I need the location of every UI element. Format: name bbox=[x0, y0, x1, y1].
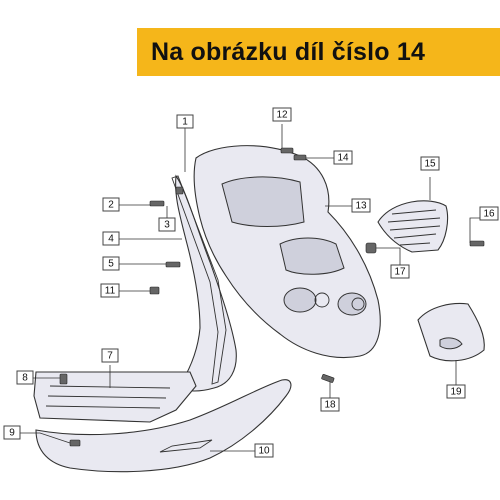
svg-text:4: 4 bbox=[108, 234, 114, 245]
skirt-slot bbox=[159, 439, 213, 453]
svg-text:18: 18 bbox=[324, 400, 336, 411]
screw-11 bbox=[149, 286, 160, 295]
svg-text:14: 14 bbox=[337, 153, 349, 164]
svg-text:19: 19 bbox=[450, 387, 462, 398]
svg-text:2: 2 bbox=[108, 200, 114, 211]
callout-1: 1 bbox=[176, 114, 194, 129]
svg-text:5: 5 bbox=[108, 259, 114, 270]
lower-cover bbox=[417, 302, 485, 362]
screw-12 bbox=[280, 147, 294, 154]
clip-9 bbox=[69, 439, 81, 447]
shield-middle-panel bbox=[279, 237, 345, 275]
svg-text:11: 11 bbox=[105, 286, 116, 297]
clip-17 bbox=[365, 242, 377, 254]
clip-8 bbox=[59, 373, 68, 385]
callout-5: 5 bbox=[102, 256, 120, 271]
callout-14: 14 bbox=[333, 150, 353, 165]
frame-rail bbox=[171, 175, 227, 385]
callout-8: 8 bbox=[16, 370, 34, 385]
callout-13: 13 bbox=[351, 198, 371, 213]
svg-text:15: 15 bbox=[424, 159, 436, 170]
shield-top-panel bbox=[221, 176, 305, 227]
callout-11: 11 bbox=[100, 283, 120, 298]
glove-box-grille bbox=[387, 209, 441, 246]
callout-18: 18 bbox=[320, 397, 340, 412]
headlight-right-lens bbox=[351, 297, 365, 311]
title-banner: Na obrázku díl číslo 14 bbox=[137, 28, 500, 76]
headlight-left-lens bbox=[314, 292, 330, 308]
svg-text:3: 3 bbox=[164, 220, 170, 231]
callout-16: 16 bbox=[479, 206, 499, 221]
callout-2: 2 bbox=[102, 197, 120, 212]
pin-18 bbox=[321, 374, 335, 383]
callout-19: 19 bbox=[446, 384, 466, 399]
svg-text:7: 7 bbox=[107, 351, 113, 362]
callout-12: 12 bbox=[272, 107, 292, 122]
screw-16 bbox=[469, 240, 485, 247]
callout-7: 7 bbox=[101, 348, 119, 363]
screw-14 bbox=[293, 154, 307, 161]
callout-3: 3 bbox=[158, 217, 176, 232]
hardware bbox=[59, 147, 485, 447]
lower-cover-hole bbox=[439, 337, 463, 350]
callout-15: 15 bbox=[420, 156, 440, 171]
callout-9: 9 bbox=[3, 425, 21, 440]
screw-5 bbox=[165, 261, 181, 268]
svg-text:13: 13 bbox=[355, 201, 367, 212]
svg-text:9: 9 bbox=[9, 428, 15, 439]
banner-text: Na obrázku díl číslo 14 bbox=[151, 37, 426, 66]
lower-skirt bbox=[35, 379, 292, 473]
svg-text:10: 10 bbox=[258, 446, 270, 457]
svg-text:1: 1 bbox=[182, 117, 188, 128]
callout-17: 17 bbox=[390, 264, 410, 279]
svg-text:17: 17 bbox=[394, 267, 406, 278]
callout-4: 4 bbox=[102, 231, 120, 246]
parts-drawing bbox=[33, 145, 485, 473]
callout-labels: 1 2 3 4 5 7 8 9 bbox=[3, 107, 499, 458]
screw-3 bbox=[175, 186, 184, 195]
leader-lines bbox=[20, 124, 480, 452]
svg-text:8: 8 bbox=[22, 373, 28, 384]
screw-2 bbox=[149, 200, 165, 207]
headlight-left bbox=[283, 287, 317, 313]
svg-text:16: 16 bbox=[483, 209, 495, 220]
callout-10: 10 bbox=[254, 443, 274, 458]
svg-text:12: 12 bbox=[276, 110, 288, 121]
